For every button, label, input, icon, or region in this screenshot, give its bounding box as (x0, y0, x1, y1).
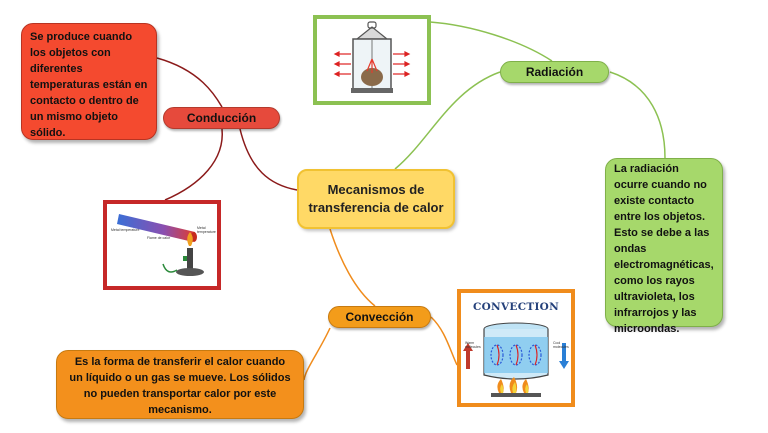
link-center-conveccion (329, 228, 376, 307)
topic-radiacion[interactable]: Radiación (500, 61, 609, 83)
topic-conduccion[interactable]: Conducción (163, 107, 280, 129)
convection-image-title: CONVECTION (472, 301, 560, 313)
convection-pot-illustration (463, 322, 569, 397)
link-center-radiacion (394, 71, 501, 170)
cool-molecules-label: Cool molecules (553, 341, 569, 349)
radiacion-image[interactable] (313, 15, 431, 105)
radiacion-description[interactable]: La radiación ocurre cuando no existe con… (605, 158, 723, 335)
rod-label-left: Metal temperature (111, 228, 140, 232)
link-conveccion-note (303, 327, 331, 381)
link-center-conduccion (239, 128, 298, 191)
flame-label: Flame de calor (147, 236, 171, 240)
link-conduccion-image (164, 128, 223, 201)
link-conveccion-image (430, 316, 458, 366)
conduccion-image[interactable]: Metal temperature Metal temperature Flam… (103, 200, 221, 290)
rod-label-right: Metal temperature (197, 226, 216, 234)
conveccion-image[interactable]: CONVECTION Warm molecules Cool molecules (457, 289, 575, 407)
topic-conveccion[interactable]: Convección (328, 306, 431, 328)
heated-rod-illustration (117, 214, 204, 276)
conveccion-description[interactable]: Es la forma de transferir el calor cuand… (56, 350, 304, 419)
link-radiacion-image (429, 21, 553, 62)
warm-molecules-label: Warm molecules (465, 341, 481, 349)
link-radiacion-note (609, 71, 666, 159)
conduccion-description[interactable]: Se produce cuando los objetos con difere… (21, 23, 157, 140)
central-topic[interactable]: Mecanismos de transferencia de calor (297, 169, 455, 229)
link-conduccion-note (156, 57, 223, 108)
lantern-illustration (333, 21, 411, 93)
